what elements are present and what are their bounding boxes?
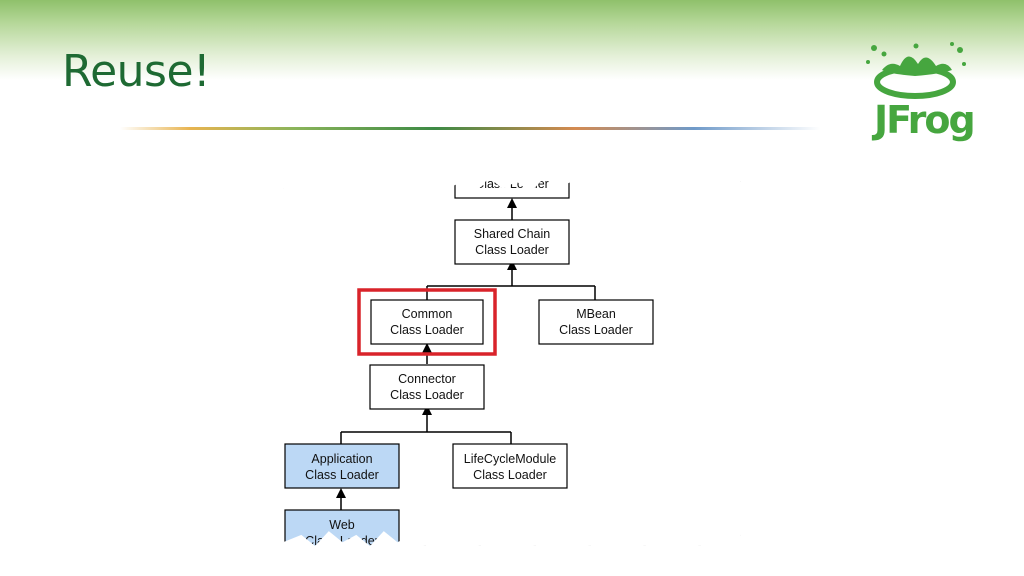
node-common-line1: Common bbox=[402, 307, 453, 321]
node-lifecycle-line2: Class Loader bbox=[473, 468, 547, 482]
node-shared-chain-line1: Shared Chain bbox=[474, 227, 550, 241]
slide-title: Reuse! bbox=[62, 46, 211, 97]
common-highlight-box bbox=[357, 288, 497, 356]
node-connector: Connector Class Loader bbox=[369, 364, 485, 410]
node-mbean: MBean Class Loader bbox=[538, 299, 654, 345]
node-connector-line1: Connector bbox=[398, 372, 456, 386]
node-connector-line2: Class Loader bbox=[390, 388, 464, 402]
node-shared-chain: Shared Chain Class Loader bbox=[454, 219, 570, 265]
node-class-loader-top: Class Loader bbox=[454, 177, 570, 199]
class-loader-hierarchy-svg: Class Loader Shared Chain Class Loader C… bbox=[284, 177, 654, 546]
node-shared-chain-line2: Class Loader bbox=[475, 243, 549, 257]
jfrog-wordmark: JFrog bbox=[874, 98, 976, 142]
jfrog-logo bbox=[866, 42, 966, 99]
header-gradient-band bbox=[0, 0, 1024, 80]
node-top-line1: Class Loader bbox=[475, 177, 549, 191]
diagram-connectors bbox=[336, 198, 596, 510]
node-lifecycle-line1: LifeCycleModule bbox=[464, 452, 556, 466]
node-web-line2: Class Loader bbox=[305, 534, 379, 546]
node-lifecycle-module: LifeCycleModule Class Loader bbox=[452, 443, 568, 489]
node-common-line2: Class Loader bbox=[390, 323, 464, 337]
node-common: Common Class Loader bbox=[370, 299, 484, 345]
node-mbean-line2: Class Loader bbox=[559, 323, 633, 337]
title-underline-rule bbox=[120, 127, 820, 130]
node-application: Application Class Loader bbox=[284, 443, 400, 489]
class-loader-diagram: Class Loader Shared Chain Class Loader C… bbox=[283, 177, 741, 546]
node-web-line1: Web bbox=[329, 518, 355, 532]
node-application-line1: Application bbox=[311, 452, 372, 466]
node-application-line2: Class Loader bbox=[305, 468, 379, 482]
node-mbean-line1: MBean bbox=[576, 307, 616, 321]
node-web: Web Class Loader bbox=[284, 509, 400, 546]
